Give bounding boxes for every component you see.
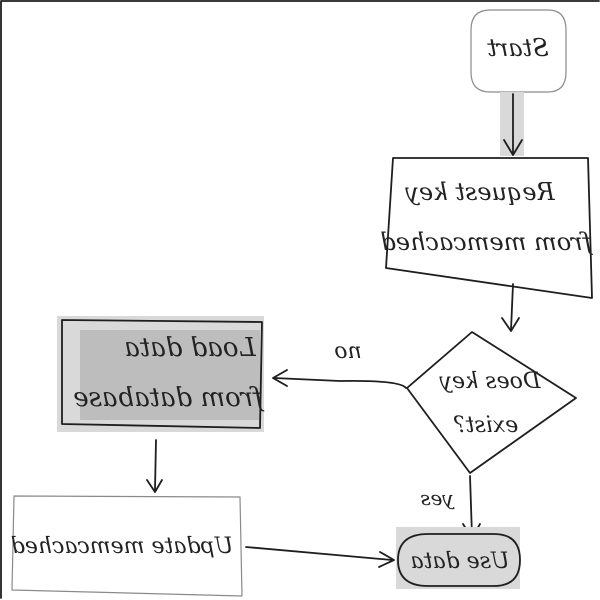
use-data-highlight [396,527,520,589]
request-key-label-line2: from memcached [380,228,593,256]
arrow-start-to-request [503,93,523,156]
arrow-load-to-update [146,439,163,493]
start-node[interactable]: Start [470,9,567,93]
load-data-label-line2: from database [73,383,265,413]
load-data-node[interactable]: Load data from database [57,316,265,432]
update-memcached-label: Update memcached [11,534,233,559]
arrow-update-to-use [245,546,395,568]
update-memcached-node-shape [11,495,243,597]
decision-node-shape [406,331,577,474]
load-data-node-shape [61,319,263,429]
start-node-label: Start [487,34,549,62]
use-data-label: Use data [411,549,510,574]
load-data-inner-highlight [80,330,260,420]
decision-label-line2: exist? [454,413,519,438]
yes-edge-label: yes [420,486,454,510]
load-data-label-line1: Load data [124,333,256,363]
request-key-node-shape [385,157,593,299]
use-data-node-shape [397,533,521,587]
use-data-node[interactable]: Use data [396,527,521,589]
arrow-request-to-decision [501,283,520,332]
arrow-decision-to-load [272,369,407,389]
decision-label-line1: Does key [439,369,542,394]
no-edge-label: no [334,339,361,364]
start-node-shape [470,9,567,93]
decision-node[interactable]: Does key exist? [406,331,577,474]
request-key-node[interactable]: Request key from memcached [380,157,594,299]
start-arrow-highlight [500,92,524,156]
request-key-label-line1: Request key [405,178,556,206]
update-memcached-node[interactable]: Update memcached [11,495,243,597]
